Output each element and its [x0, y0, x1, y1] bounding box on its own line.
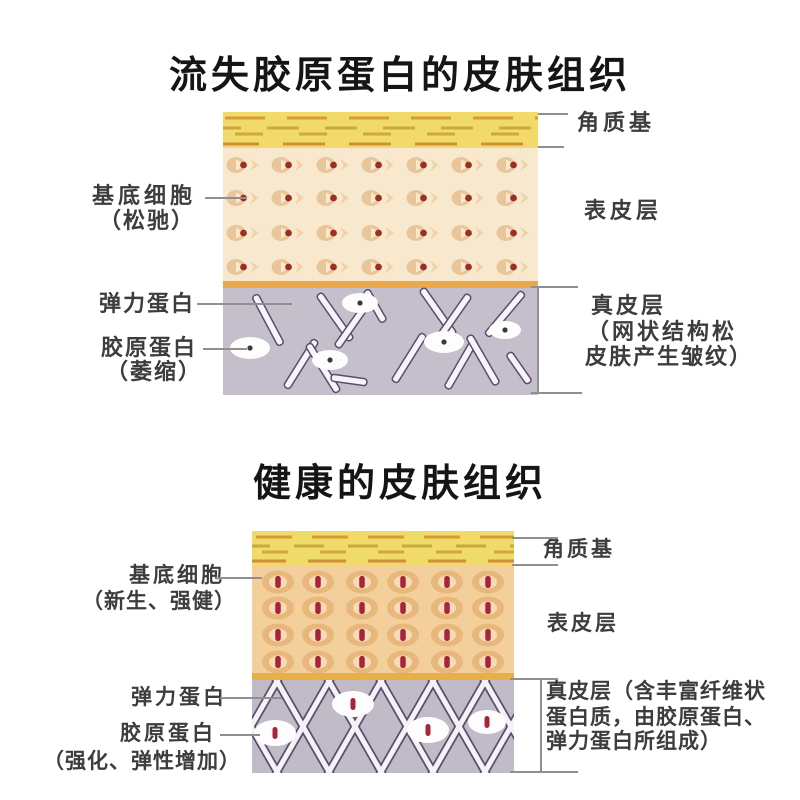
leader-line	[512, 564, 558, 566]
basal-cells-healthy-note: （新生、强健）	[82, 589, 236, 613]
epidermis-healthy-label: 表皮层	[547, 611, 619, 635]
leader-line	[531, 392, 582, 394]
leader-line	[538, 113, 568, 115]
leader-line	[531, 286, 578, 288]
basal-cells-healthy-label: 基底细胞	[129, 563, 225, 587]
top-title: 流失胶原蛋白的皮肤组织	[168, 53, 631, 97]
epidermis-label: 表皮层	[584, 198, 663, 223]
collagen-label: 胶原蛋白	[101, 335, 198, 360]
collagen-healthy-note: （强化、弹性增加）	[43, 749, 241, 773]
leader-line	[510, 678, 558, 680]
dermis-healthy-note-line1: 真皮层（含丰富纤维状	[546, 679, 766, 703]
corneum-healthy-label: 角质基	[543, 537, 615, 561]
bottom-title: 健康的皮肤组织	[252, 461, 547, 505]
dermis-note-line2: 皮肤产生皱纹）	[585, 344, 754, 369]
leader-line	[216, 577, 262, 579]
leader-line	[203, 348, 247, 350]
leader-line	[220, 734, 260, 736]
elastin-label: 弹力蛋白	[99, 291, 196, 316]
dermis-healthy-note-line3: 弹力蛋白所组成）	[546, 729, 722, 753]
collagen-healthy-label: 胶原蛋白	[120, 721, 216, 745]
leader-line	[205, 197, 247, 199]
leader-line	[538, 146, 564, 148]
dermis-note-line1: （网状结构松	[587, 319, 738, 344]
leader-line	[197, 303, 292, 305]
corneum-label: 角质基	[577, 110, 656, 135]
leader-line	[510, 771, 578, 773]
leader-bracket	[537, 286, 539, 394]
basal-cells-label: 基底细胞	[92, 183, 197, 208]
leader-line	[512, 537, 558, 539]
elastin-healthy-label: 弹力蛋白	[131, 685, 227, 709]
skin-block-healthy	[252, 531, 514, 773]
collagen-note: （萎缩）	[106, 359, 203, 384]
leader-line	[220, 697, 282, 699]
dermis-healthy-note-line2: 蛋白质，由胶原蛋白、	[546, 705, 766, 729]
basal-cells-note: （松驰）	[99, 208, 196, 233]
leader-bracket	[540, 678, 542, 773]
dermis-label: 真皮层	[591, 293, 667, 318]
skin-block-collagen-loss	[223, 112, 538, 395]
